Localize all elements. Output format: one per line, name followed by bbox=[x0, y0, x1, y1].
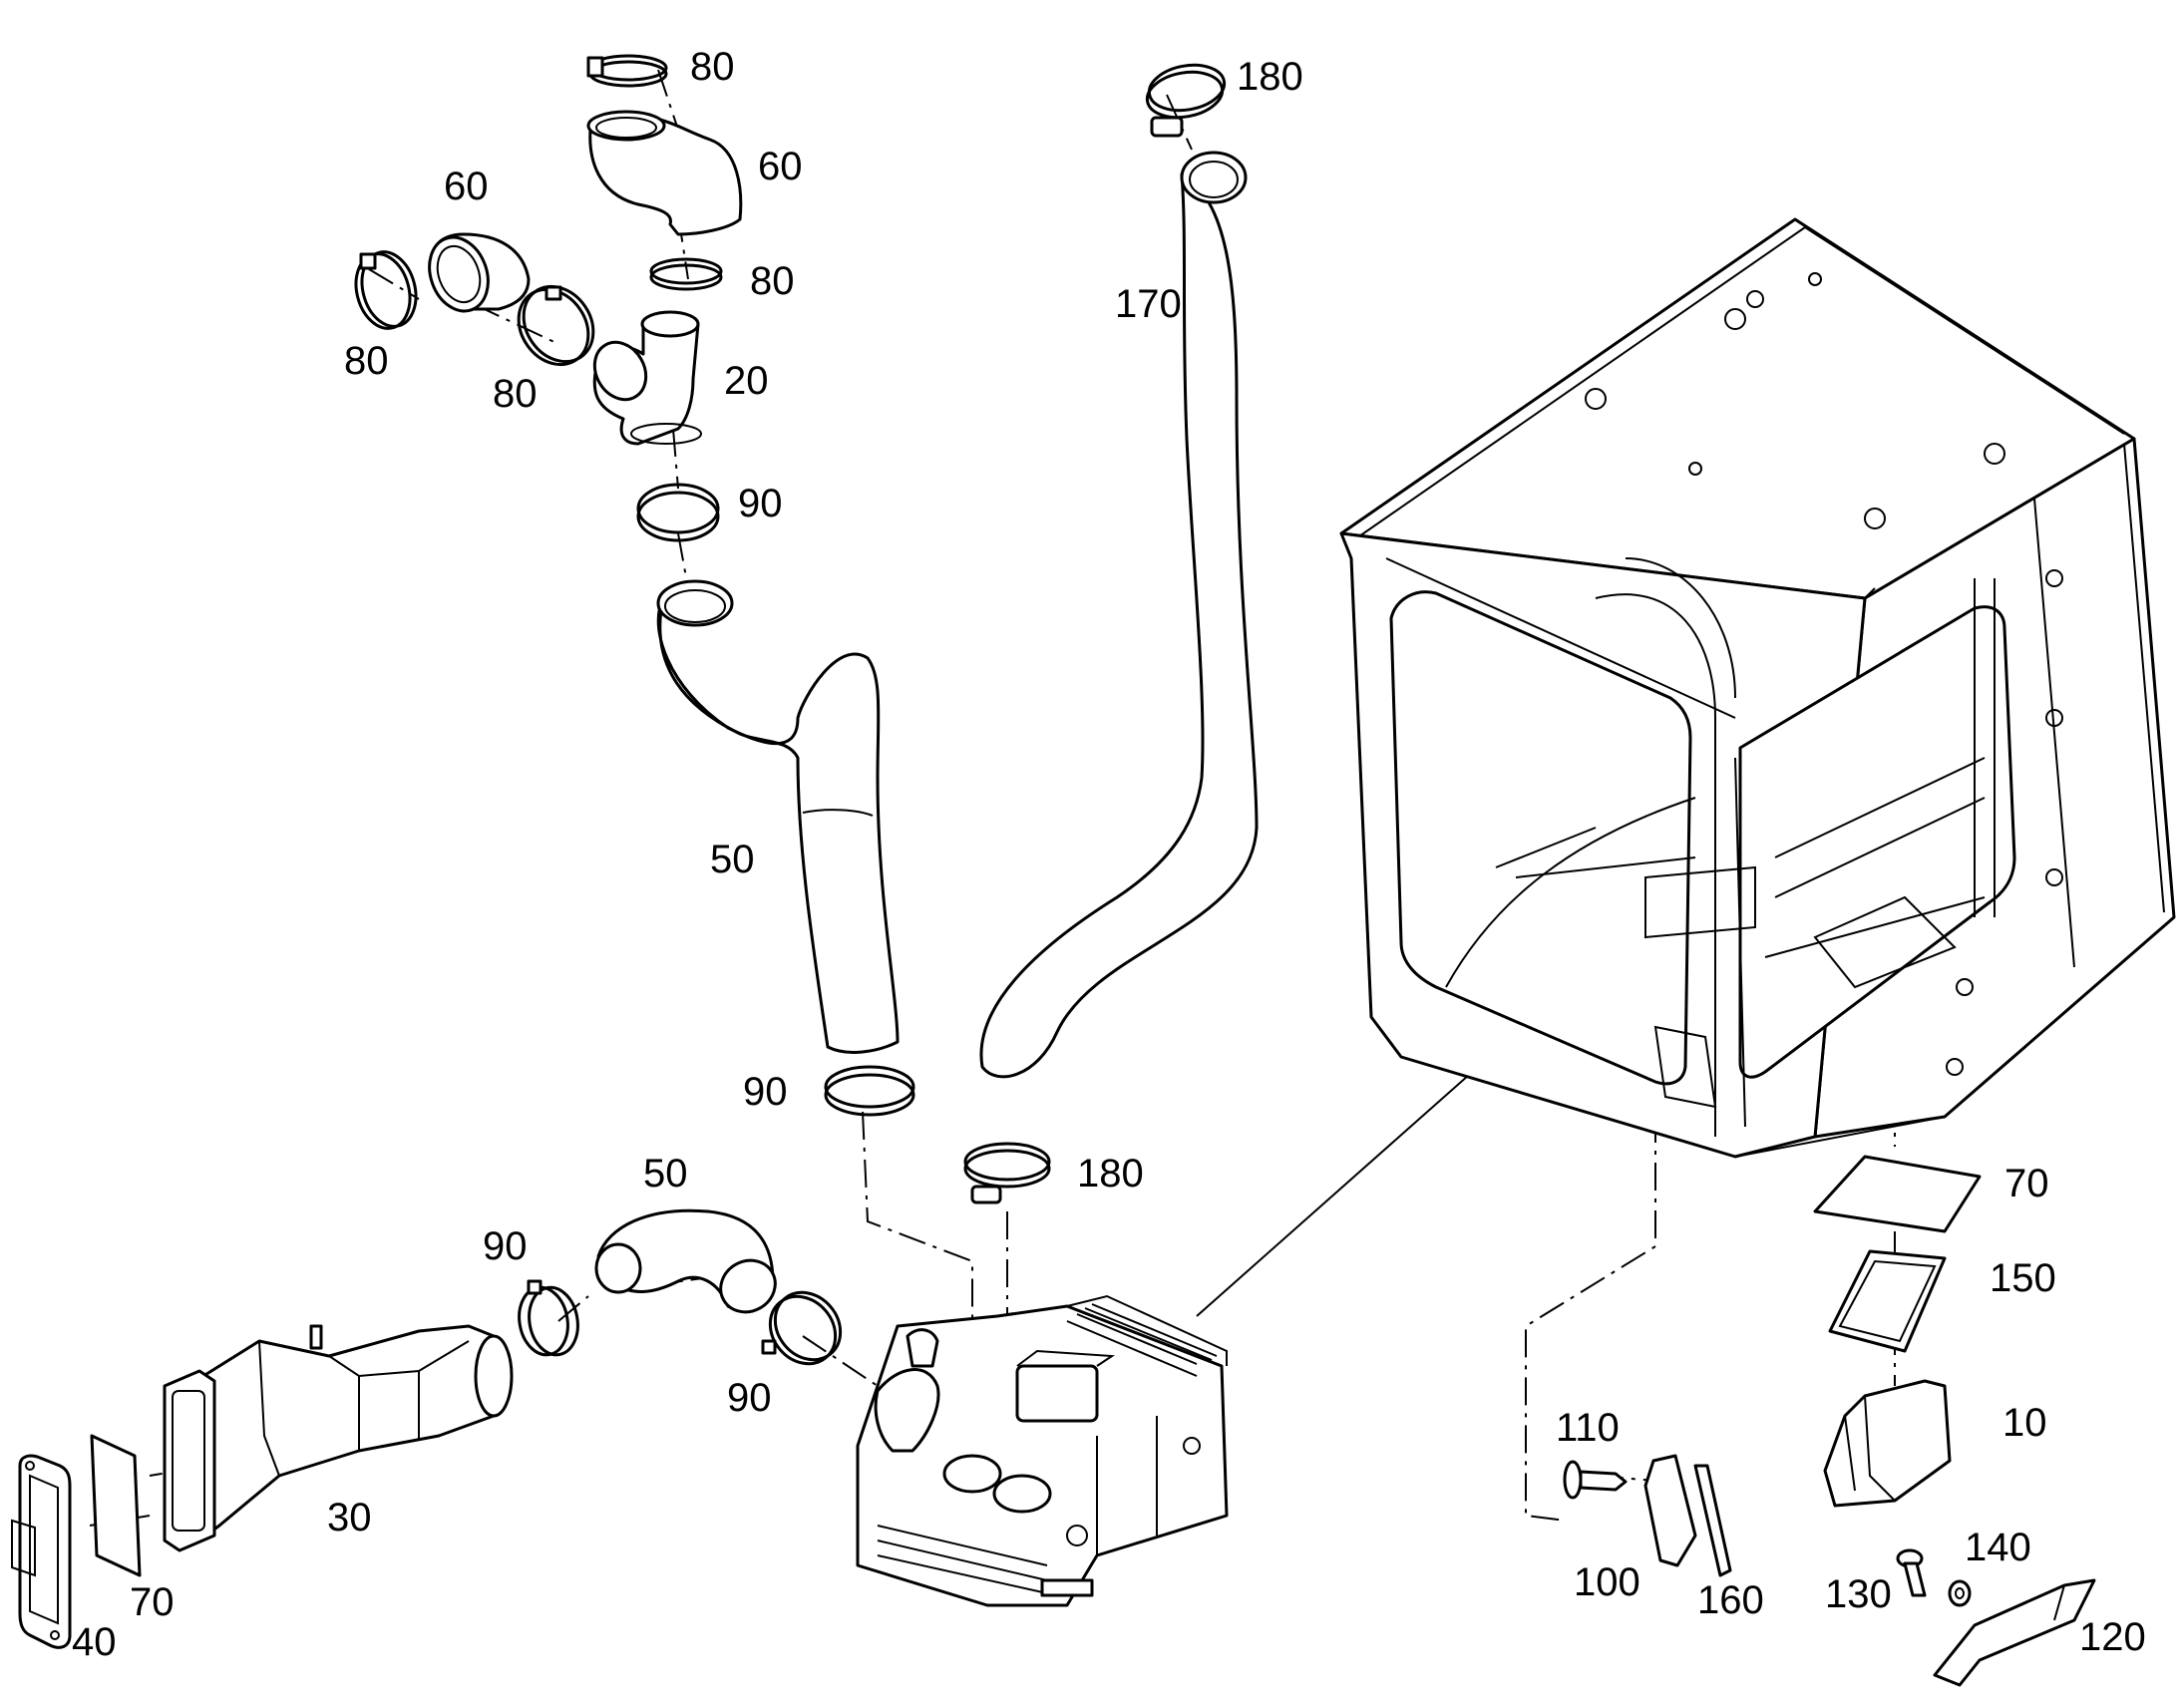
ring-90-right bbox=[761, 1290, 843, 1366]
callout-20: 20 bbox=[724, 359, 769, 403]
duct-30 bbox=[163, 1324, 514, 1552]
bolt-130 bbox=[1896, 1548, 1927, 1597]
callout-170: 170 bbox=[1115, 282, 1182, 326]
callout-140: 140 bbox=[1965, 1526, 2031, 1569]
callout-80-left: 80 bbox=[344, 339, 389, 383]
hose-50-long bbox=[656, 579, 900, 1054]
clamp-180-lower bbox=[963, 1142, 1051, 1204]
hose-170 bbox=[979, 151, 1259, 1079]
callout-90-top: 90 bbox=[738, 482, 783, 525]
callout-180-lower: 180 bbox=[1077, 1152, 1144, 1196]
callout-90-left: 90 bbox=[483, 1224, 528, 1268]
ring-90-top bbox=[636, 483, 720, 542]
callout-60-top: 60 bbox=[758, 145, 803, 188]
seal-frame-150 bbox=[1828, 1249, 1947, 1353]
cab-frame bbox=[1339, 217, 2176, 1159]
callout-100: 100 bbox=[1574, 1560, 1640, 1604]
callout-50-upper: 50 bbox=[710, 838, 755, 881]
callout-80-mid: 80 bbox=[750, 259, 795, 303]
callout-90-mid: 90 bbox=[743, 1070, 788, 1114]
clamp-80-left bbox=[354, 250, 418, 330]
callout-40: 40 bbox=[72, 1620, 117, 1664]
callout-10: 10 bbox=[2002, 1401, 2047, 1445]
elbow-60-left bbox=[428, 232, 531, 313]
callout-60-left: 60 bbox=[444, 165, 489, 208]
clamp-80-top bbox=[586, 54, 668, 88]
callout-70-right: 70 bbox=[2004, 1162, 2049, 1205]
ring-90-left bbox=[518, 1279, 579, 1357]
ring-90-lower bbox=[824, 1065, 915, 1117]
washer-140 bbox=[1948, 1579, 1972, 1607]
strip-160 bbox=[1693, 1464, 1732, 1577]
callout-30: 30 bbox=[327, 1496, 372, 1539]
plate-120 bbox=[1933, 1578, 2096, 1687]
heater-unit bbox=[856, 1294, 1229, 1607]
gasket-70-left bbox=[90, 1434, 142, 1577]
clamp-80-mid bbox=[649, 257, 723, 291]
bracket-100 bbox=[1643, 1454, 1697, 1567]
box-10 bbox=[1823, 1379, 1952, 1508]
elbow-60-upper bbox=[586, 110, 743, 236]
callout-70-left: 70 bbox=[130, 1580, 175, 1624]
callout-120: 120 bbox=[2079, 1615, 2146, 1659]
callout-80-center: 80 bbox=[493, 372, 538, 416]
callout-150: 150 bbox=[1990, 1256, 2056, 1300]
elbow-50-lower bbox=[594, 1208, 777, 1314]
callout-80-top: 80 bbox=[690, 45, 735, 89]
callout-180-top: 180 bbox=[1237, 55, 1303, 99]
callout-50-lower: 50 bbox=[643, 1152, 688, 1196]
callout-130: 130 bbox=[1825, 1572, 1892, 1616]
cover-40 bbox=[11, 1454, 72, 1649]
gasket-70-right bbox=[1813, 1155, 1982, 1233]
screw-110 bbox=[1563, 1460, 1628, 1500]
clamp-80-center bbox=[517, 284, 595, 367]
callout-160: 160 bbox=[1697, 1578, 1764, 1622]
y-piece-20 bbox=[592, 310, 702, 446]
callout-labels: 80 60 60 80 80 80 20 90 50 90 180 170 18… bbox=[72, 45, 2146, 1664]
callout-90-right: 90 bbox=[727, 1376, 772, 1420]
callout-110: 110 bbox=[1556, 1406, 1620, 1450]
clamp-180-top bbox=[1145, 63, 1227, 138]
